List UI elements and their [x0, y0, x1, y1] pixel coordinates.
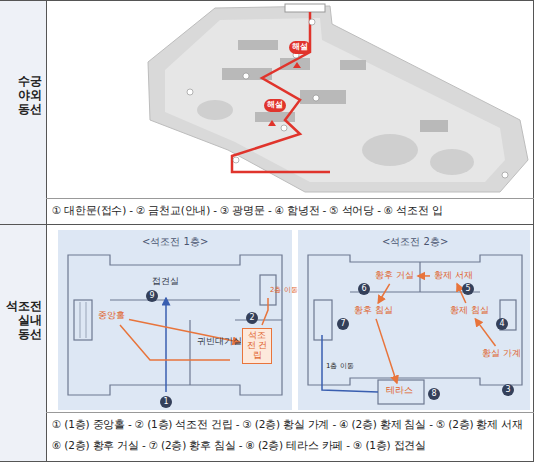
route-arrow	[378, 284, 389, 303]
room-label: 접견실	[150, 276, 181, 288]
route-caption: ① (1층) 중앙홀 - ② (1층) 석조전 건립 - ③ (2층) 황실 가…	[52, 418, 523, 430]
callout-number: 2	[246, 312, 258, 324]
route-arrow	[376, 319, 397, 383]
stair-note: 1층 이동	[326, 362, 354, 370]
node-text: 접견실	[152, 277, 179, 287]
node-text: 중앙홀	[98, 311, 125, 321]
palace-map	[148, 4, 528, 192]
floor-title: <석조전 1층>	[142, 236, 208, 248]
node-text: 해설	[292, 43, 308, 52]
node-text: 해설	[267, 101, 283, 110]
callout-number: 6	[358, 283, 370, 295]
floor1-panel	[58, 230, 292, 410]
callout-number: 5	[462, 283, 474, 295]
node-text: 황후 거실	[375, 271, 414, 281]
route-line	[262, 298, 268, 325]
route-caption: ⑥ (2층) 황후 거실 - ⑦ (2층) 황후 침실 - ⑧ (2층) 테라스…	[52, 439, 426, 451]
route-line	[322, 335, 378, 392]
route-line	[165, 298, 167, 392]
room-label: 황후 거실	[373, 270, 416, 282]
route-arrow	[418, 275, 430, 277]
route-arrow	[475, 319, 495, 346]
room-label: 중앙홀	[96, 310, 127, 322]
guide-pin: 해설	[289, 41, 311, 54]
callout-number: 8	[428, 388, 440, 400]
callout-number: 3	[502, 384, 514, 396]
node-text: 황후 침실	[354, 306, 393, 316]
floor1-walls	[68, 255, 282, 395]
room-label: 황제 침실	[448, 305, 491, 317]
room-label: 황제 서재	[432, 270, 475, 282]
guide-pin: 해설	[264, 99, 286, 112]
row-heading: 수궁 야외 동선	[2, 75, 42, 116]
exhibit-box: 석조전 건립	[242, 328, 272, 364]
node-text: 석조전 건립	[244, 331, 270, 361]
room-label: 테라스	[384, 385, 415, 397]
room-label: 황후 침실	[352, 305, 395, 317]
route-caption: ① 대한문(접수) - ② 금천교(안내) - ③ 광명문 - ④ 함녕전 - …	[52, 204, 443, 216]
node-text: 황실 가계	[482, 349, 521, 359]
stair-note: 2층 이동	[270, 286, 298, 294]
callout-number: 1	[160, 396, 172, 408]
floor2-panel	[298, 230, 530, 410]
callout-number: 9	[146, 290, 158, 302]
callout-number: 4	[496, 318, 508, 330]
room-label: 황실 가계	[480, 348, 523, 360]
label-column	[0, 0, 46, 462]
node-text: 황제 서재	[434, 271, 473, 281]
node-text: 황제 침실	[450, 306, 489, 316]
callout-number: 7	[337, 318, 349, 330]
floor2-walls	[308, 255, 522, 404]
row-heading: 석조전 실내 동선	[2, 300, 42, 341]
room-label: 귀빈대기실	[195, 336, 244, 348]
node-text: 귀빈대기실	[197, 337, 242, 347]
floor-title: <석조전 2층>	[382, 236, 448, 248]
node-text: 테라스	[386, 386, 413, 396]
